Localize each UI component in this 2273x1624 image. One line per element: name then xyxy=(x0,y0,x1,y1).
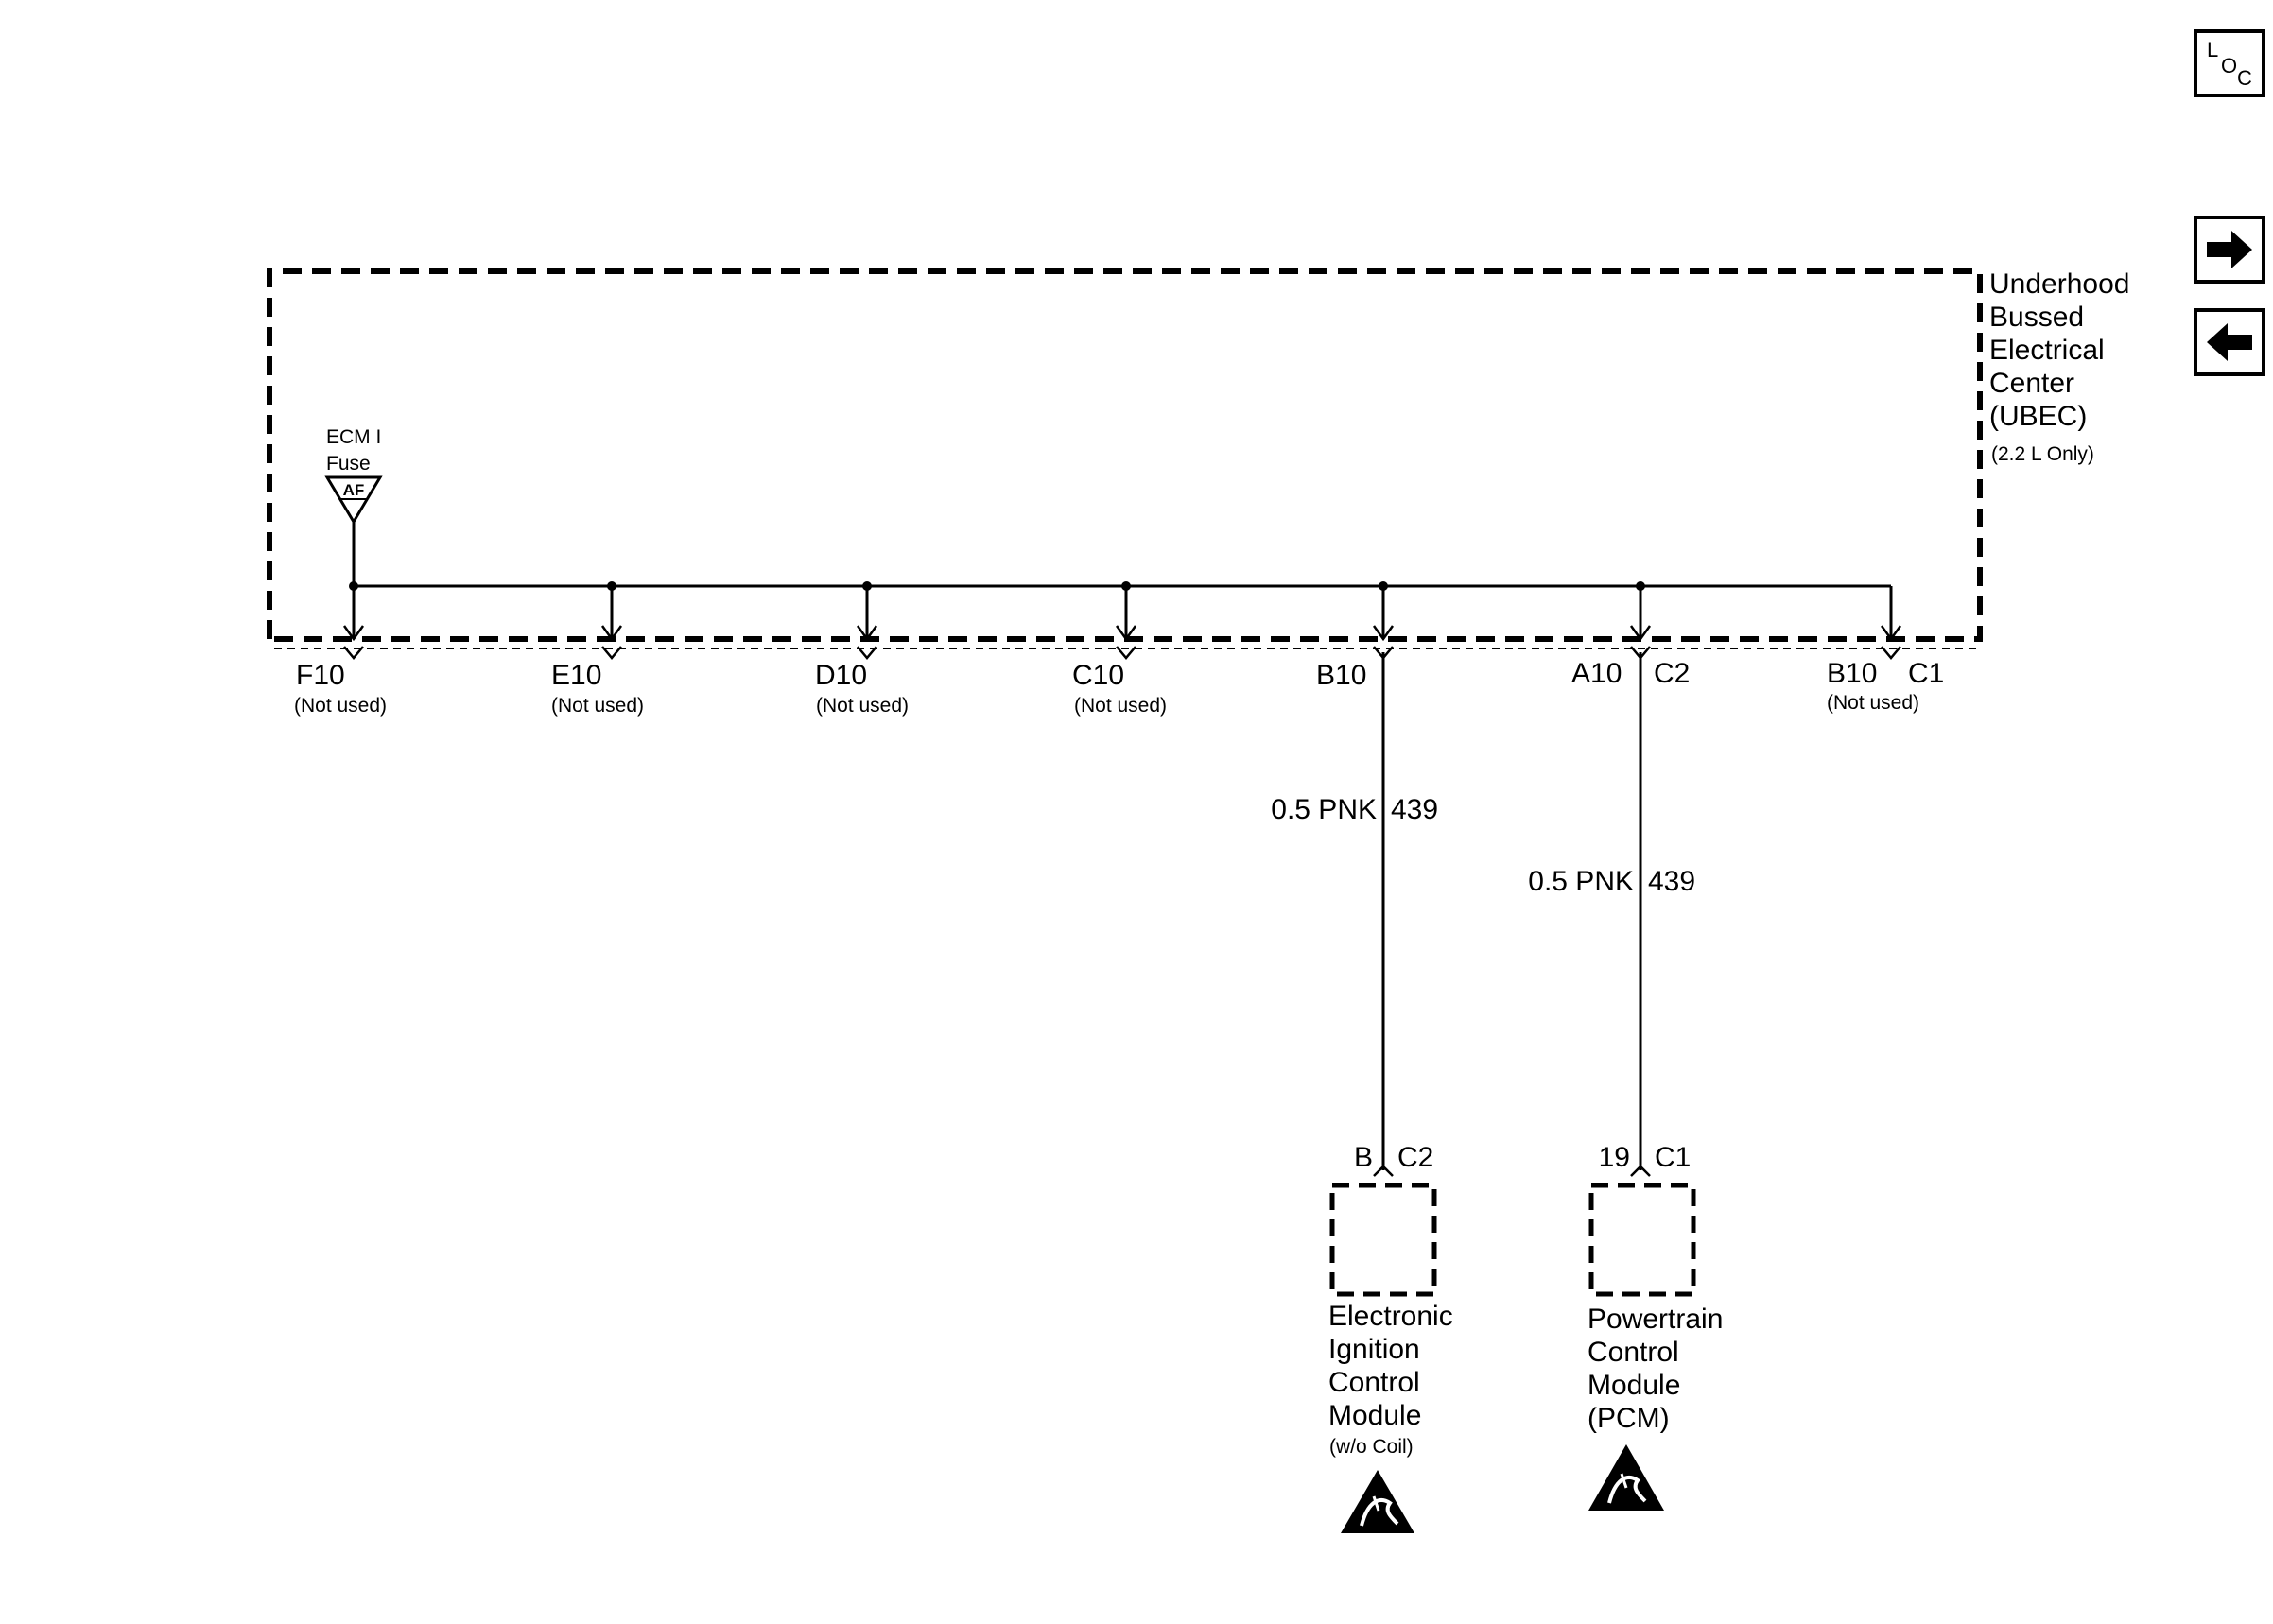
terminal-pin: B10 xyxy=(1316,660,1366,691)
terminal-pin: F10 xyxy=(296,660,345,691)
left-arrow-icon xyxy=(2207,323,2252,361)
module-pin: 19 xyxy=(1599,1142,1630,1173)
esd-warning-icon xyxy=(1588,1444,1664,1511)
terminal-b10: B10 xyxy=(1316,660,1366,691)
module-line-2: Ignition xyxy=(1328,1334,1420,1365)
module-line-3: Module xyxy=(1588,1370,1680,1401)
prev-page-button[interactable] xyxy=(2194,308,2265,376)
next-page-button[interactable] xyxy=(2194,216,2265,284)
wire-size-color: 0.5 PNK xyxy=(1528,866,1634,897)
terminal-a10: A10 C2 xyxy=(1571,658,1690,689)
terminal-c10: C10 (Not used) xyxy=(1072,660,1167,717)
loc-letter-c: C xyxy=(2237,66,2252,90)
wire-eicm: 0.5 PNK 439 xyxy=(1271,652,1438,1170)
loc-button[interactable]: L O C xyxy=(2194,29,2265,97)
terminal-note: (Not used) xyxy=(816,695,909,717)
terminal-pin: D10 xyxy=(815,660,867,691)
ubec-note: (2.2 L Only) xyxy=(1991,443,2094,465)
bus-bar xyxy=(352,522,1893,639)
location-icon: L O C xyxy=(2207,38,2252,90)
module-note: (w/o Coil) xyxy=(1329,1436,1414,1458)
module-connector: C2 xyxy=(1397,1142,1433,1173)
fuse-symbol-label: AF xyxy=(343,481,365,499)
fuse-icon: AF xyxy=(324,475,383,525)
loc-letter-o: O xyxy=(2221,54,2237,78)
ubec-line-4: Center xyxy=(1989,368,2074,399)
terminal-pin: C10 xyxy=(1072,660,1124,691)
terminal-connector: C2 xyxy=(1654,658,1690,689)
ubec-line-2: Bussed xyxy=(1989,302,2084,333)
eicm-module: B C2 Electronic Ignition Control Module … xyxy=(1328,1142,1453,1533)
ubec-label: Underhood Bussed Electrical Center (UBEC… xyxy=(1989,268,2129,465)
ubec-line-5: (UBEC) xyxy=(1989,401,2087,432)
terminal-pin: B10 xyxy=(1827,658,1877,689)
terminal-pin: A10 xyxy=(1571,658,1622,689)
terminal-b10-c1: B10 C1 (Not used) xyxy=(1827,658,1944,714)
esd-warning-icon xyxy=(1341,1470,1414,1533)
terminal-e10: E10 (Not used) xyxy=(551,660,644,717)
fuse-label-line-1: ECM I xyxy=(326,426,381,448)
splice-points xyxy=(349,581,1645,591)
ubec-box xyxy=(267,268,1983,649)
ecm-fuse: ECM I Fuse AF xyxy=(324,426,383,525)
drop-arrowheads xyxy=(342,625,1902,642)
pcm-module: 19 C1 Powertrain Control Module (PCM) xyxy=(1588,1142,1723,1511)
terminal-note: (Not used) xyxy=(551,695,644,717)
terminal-note: (Not used) xyxy=(1074,695,1167,717)
module-line-3: Control xyxy=(1328,1367,1420,1398)
module-line-2: Control xyxy=(1588,1337,1679,1368)
fuse-label-line-2: Fuse xyxy=(326,453,371,475)
terminal-d10: D10 (Not used) xyxy=(815,660,909,717)
module-line-4: Module xyxy=(1328,1400,1421,1431)
loc-letter-l: L xyxy=(2207,38,2218,61)
terminal-connector: C1 xyxy=(1908,658,1944,689)
module-line-1: Powertrain xyxy=(1588,1304,1723,1335)
terminal-f10: F10 (Not used) xyxy=(294,660,387,717)
module-connector: C1 xyxy=(1655,1142,1691,1173)
terminal-pin: E10 xyxy=(551,660,601,691)
ubec-line-3: Electrical xyxy=(1989,335,2105,366)
wire-circuit: 439 xyxy=(1391,794,1438,825)
wire-circuit: 439 xyxy=(1648,866,1695,897)
right-arrow-icon xyxy=(2207,231,2252,268)
wire-size-color: 0.5 PNK xyxy=(1271,794,1377,825)
module-line-1: Electronic xyxy=(1328,1301,1453,1332)
ubec-line-1: Underhood xyxy=(1989,268,2129,300)
bus-drops xyxy=(352,586,1642,639)
terminal-note: (Not used) xyxy=(294,695,387,717)
terminal-note: (Not used) xyxy=(1827,692,1919,714)
module-line-4: (PCM) xyxy=(1588,1403,1670,1434)
wire-pcm: 0.5 PNK 439 xyxy=(1528,652,1695,1170)
module-pin: B xyxy=(1354,1142,1373,1173)
